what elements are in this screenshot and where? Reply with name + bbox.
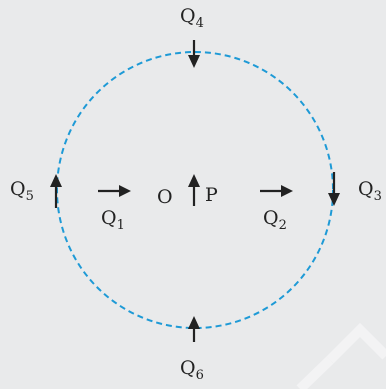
label-q3: Q3: [358, 178, 382, 204]
label-q4: Q4: [180, 5, 204, 31]
label-point-p: P: [205, 184, 218, 206]
label-q6: Q6: [180, 357, 204, 383]
arrow-q6-up: [188, 316, 200, 342]
arrow-q3-down: [328, 172, 340, 206]
arrow-p-up: [188, 174, 200, 206]
watermark: [296, 322, 386, 389]
label-q2: Q2: [263, 207, 287, 233]
arrow-q2-right: [260, 185, 293, 197]
label-q1: Q1: [101, 207, 125, 233]
label-center-o: O: [157, 186, 173, 208]
arrow-q1-right: [98, 185, 131, 197]
label-q5: Q5: [10, 178, 34, 204]
arrow-q5-up: [50, 174, 62, 208]
arrow-q4-down: [188, 40, 200, 68]
